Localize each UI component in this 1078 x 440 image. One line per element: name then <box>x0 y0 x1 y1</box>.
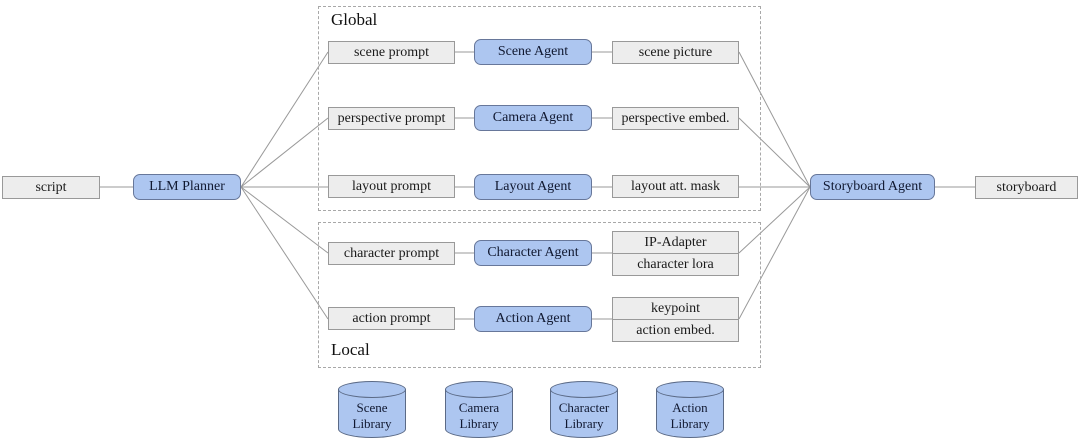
node-action-outputs: keypoint action embed. <box>612 297 739 342</box>
node-character-lora: character lora <box>637 256 714 272</box>
node-character-prompt: character prompt <box>328 242 455 265</box>
group-global: Global <box>318 6 761 211</box>
node-keypoint: keypoint <box>613 298 738 320</box>
node-layout-agent: Layout Agent <box>474 174 592 200</box>
node-action-embed: action embed. <box>636 322 715 338</box>
character-library-cylinder: Character Library <box>550 381 618 438</box>
character-library-label: Character Library <box>558 399 610 431</box>
action-library-cylinder: Action Library <box>656 381 724 438</box>
group-global-label: Global <box>331 10 378 29</box>
cylinder-top <box>445 381 513 398</box>
node-ip-adapter: IP-Adapter <box>613 232 738 254</box>
scene-library-label: Scene Library <box>352 399 392 431</box>
scene-library-cylinder: Scene Library <box>338 381 406 438</box>
node-character-agent: Character Agent <box>474 240 592 266</box>
group-local: Local <box>318 222 761 368</box>
cylinder-body <box>656 389 724 438</box>
node-llm-planner: LLM Planner <box>133 174 241 200</box>
node-action-agent: Action Agent <box>474 306 592 332</box>
node-perspective-prompt: perspective prompt <box>328 107 455 130</box>
node-storyboard-agent: Storyboard Agent <box>810 174 935 200</box>
node-layout-prompt: layout prompt <box>328 175 455 198</box>
node-action-prompt: action prompt <box>328 307 455 330</box>
node-scene-agent: Scene Agent <box>474 39 592 65</box>
cylinder-top <box>338 381 406 398</box>
node-scene-picture: scene picture <box>612 41 739 64</box>
action-library-label: Action Library <box>670 399 710 431</box>
node-perspective-embed: perspective embed. <box>612 107 739 130</box>
node-storyboard: storyboard <box>975 176 1078 199</box>
node-script: script <box>2 176 100 199</box>
node-character-outputs: IP-Adapter character lora <box>612 231 739 276</box>
node-camera-agent: Camera Agent <box>474 105 592 131</box>
camera-library-cylinder: Camera Library <box>445 381 513 438</box>
group-local-label: Local <box>331 340 370 359</box>
cylinder-top <box>656 381 724 398</box>
cylinder-top <box>550 381 618 398</box>
node-scene-prompt: scene prompt <box>328 41 455 64</box>
camera-library-label: Camera Library <box>458 399 500 431</box>
node-layout-att-mask: layout att. mask <box>612 175 739 198</box>
